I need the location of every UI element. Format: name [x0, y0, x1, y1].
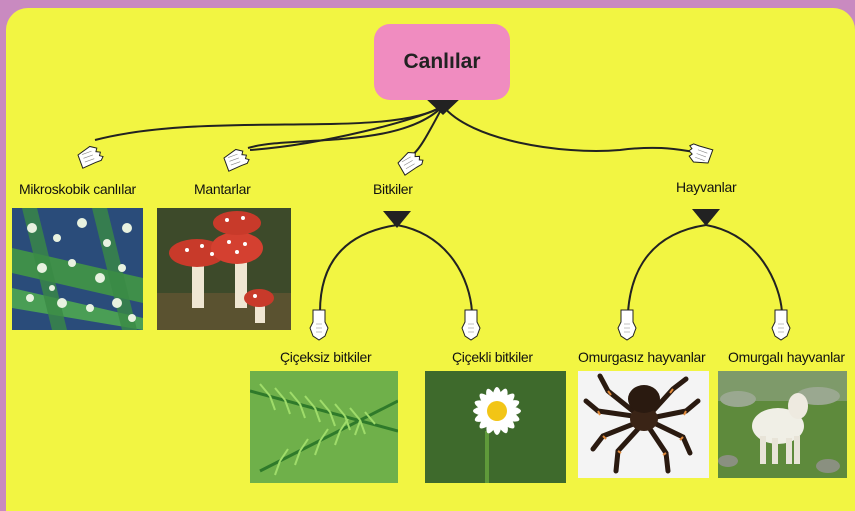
label-flowerless-plants: Çiçeksiz bitkiler: [280, 349, 372, 365]
label-flowering-plants: Çiçekli bitkiler: [452, 349, 533, 365]
root-node: Canlılar: [374, 24, 510, 100]
label-plants: Bitkiler: [373, 181, 413, 197]
label-fungi: Mantarlar: [194, 181, 251, 197]
hand-pointer-icon: [309, 309, 329, 341]
daisy-photo: [425, 371, 566, 483]
hand-pointer-icon: [684, 141, 714, 168]
plants-arrow-icon: [383, 211, 411, 228]
animals-arrow-icon: [692, 209, 720, 226]
microscopic-organisms-photo: [12, 208, 143, 330]
label-invertebrates: Omurgasız hayvanlar: [578, 349, 706, 365]
hand-pointer-icon: [395, 147, 426, 176]
label-vertebrates: Omurgalı hayvanlar: [728, 349, 845, 365]
hand-pointer-icon: [771, 309, 791, 341]
root-arrow-icon: [424, 97, 462, 115]
mushroom-photo: [157, 208, 291, 330]
hand-pointer-icon: [461, 309, 481, 341]
tarantula-photo: [578, 371, 709, 478]
hand-pointer-icon: [617, 309, 637, 341]
fern-photo: [250, 371, 398, 483]
lamb-photo: [718, 371, 847, 478]
hand-pointer-icon: [76, 142, 105, 169]
label-microscopic: Mikroskobik canlılar: [19, 181, 136, 197]
label-animals: Hayvanlar: [676, 179, 737, 195]
hand-pointer-icon: [222, 145, 251, 172]
